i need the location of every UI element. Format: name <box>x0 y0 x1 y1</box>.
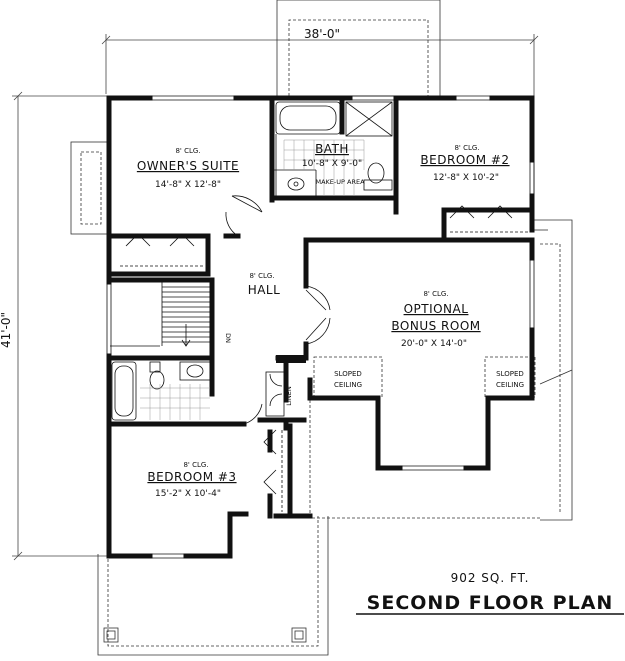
svg-text:HALL: HALL <box>248 283 281 297</box>
overall-depth-label: 41'-0" <box>0 312 13 348</box>
svg-text:OPTIONAL: OPTIONAL <box>404 302 469 316</box>
svg-text:CEILING: CEILING <box>334 381 362 389</box>
overall-width-label: 38'-0" <box>304 27 340 41</box>
room-bedroom-2: 8' CLG. BEDROOM #2 12'-8" X 10'-2" <box>420 144 509 183</box>
svg-text:15'-2" X 10'-4": 15'-2" X 10'-4" <box>155 489 221 499</box>
plan-title: SECOND FLOOR PLAN <box>367 592 614 614</box>
svg-text:BATH: BATH <box>315 142 349 156</box>
wall-block <box>276 355 306 363</box>
walls <box>106 95 535 559</box>
room-bonus: 8' CLG. OPTIONAL BONUS ROOM 20'-0" X 14'… <box>391 290 480 349</box>
closet-details <box>120 205 528 512</box>
svg-text:BONUS ROOM: BONUS ROOM <box>391 319 480 333</box>
svg-text:OWNER'S SUITE: OWNER'S SUITE <box>137 159 239 173</box>
upper-bath-tile <box>283 139 365 196</box>
linen-closet <box>265 371 285 417</box>
room-owners-suite: 8' CLG. OWNER'S SUITE 14'-8" X 12'-8" <box>137 147 239 190</box>
middle-bath-fixtures <box>111 361 211 421</box>
door-swings <box>225 195 331 425</box>
svg-text:8' CLG.: 8' CLG. <box>249 272 274 280</box>
svg-text:BEDROOM #3: BEDROOM #3 <box>147 470 236 484</box>
room-bath: BATH 10'-8" X 9'-0" MAKE-UP AREA <box>302 142 365 186</box>
sloped-ceiling-right: SLOPED CEILING <box>496 370 524 389</box>
staircase <box>110 282 210 347</box>
svg-text:8' CLG.: 8' CLG. <box>175 147 200 155</box>
windows <box>106 95 535 559</box>
svg-text:8' CLG.: 8' CLG. <box>183 461 208 469</box>
svg-text:8' CLG.: 8' CLG. <box>454 144 479 152</box>
svg-text:14'-8" X 12'-8": 14'-8" X 12'-8" <box>155 180 221 190</box>
room-bedroom-3: 8' CLG. BEDROOM #3 15'-2" X 10'-4" <box>147 461 236 499</box>
svg-text:10'-8" X 9'-0": 10'-8" X 9'-0" <box>302 159 362 169</box>
stair-down-label: DN <box>224 333 232 343</box>
svg-text:SLOPED: SLOPED <box>496 370 524 378</box>
square-footage: 902 SQ. FT. <box>451 571 530 585</box>
svg-text:BEDROOM #2: BEDROOM #2 <box>420 153 509 167</box>
overall-depth-dimension <box>12 91 108 561</box>
svg-text:12'-8" X 10'-2": 12'-8" X 10'-2" <box>433 173 499 183</box>
middle-bath-tile <box>140 384 210 420</box>
linen-label: LINEN <box>285 386 293 406</box>
overall-width-dimension <box>101 34 539 230</box>
svg-text:8' CLG.: 8' CLG. <box>423 290 448 298</box>
sloped-ceiling-left: SLOPED CEILING <box>334 370 362 389</box>
svg-text:SLOPED: SLOPED <box>334 370 362 378</box>
svg-text:MAKE-UP AREA: MAKE-UP AREA <box>315 178 365 186</box>
svg-text:CEILING: CEILING <box>496 381 524 389</box>
upper-bath-fixtures <box>274 101 393 198</box>
svg-text:20'-0" X 14'-0": 20'-0" X 14'-0" <box>401 339 467 349</box>
room-hall: 8' CLG. HALL <box>248 272 281 297</box>
